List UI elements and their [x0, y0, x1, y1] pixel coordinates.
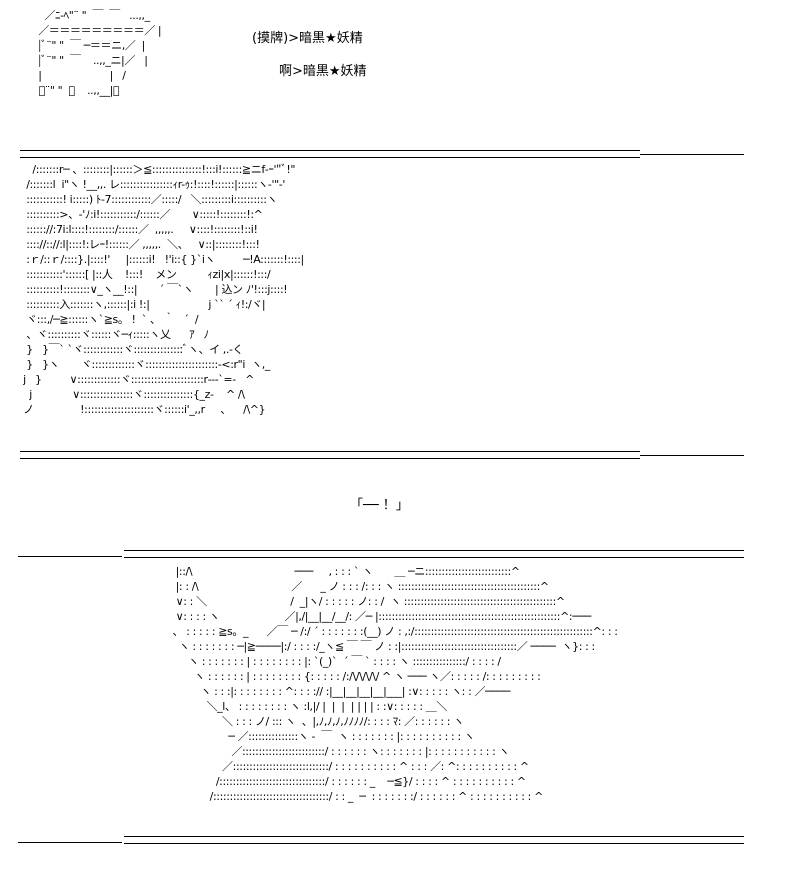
caption-line-1: (摸牌)>暗黒★妖精: [252, 31, 363, 46]
box-ascii-art: ／ﾆ‐ﾍ"¨ " ￣ ￣ ...,,_ ／＝＝＝＝＝＝＝＝＝／ | |ﾞ¨" "…: [35, 9, 162, 97]
panel2-ascii-art: |::/\ ─── ‚ : : : ` ヽ ＿ ─ニ::::::::::::::…: [172, 565, 618, 803]
panel1-ascii-art: /:::::::r─ 、::::::::|::::::＞≦:::::::::::…: [23, 163, 304, 416]
dialogue-line: 「── ！」: [350, 498, 409, 513]
caption-line-2: 啊>暗黒★妖精: [279, 64, 367, 79]
